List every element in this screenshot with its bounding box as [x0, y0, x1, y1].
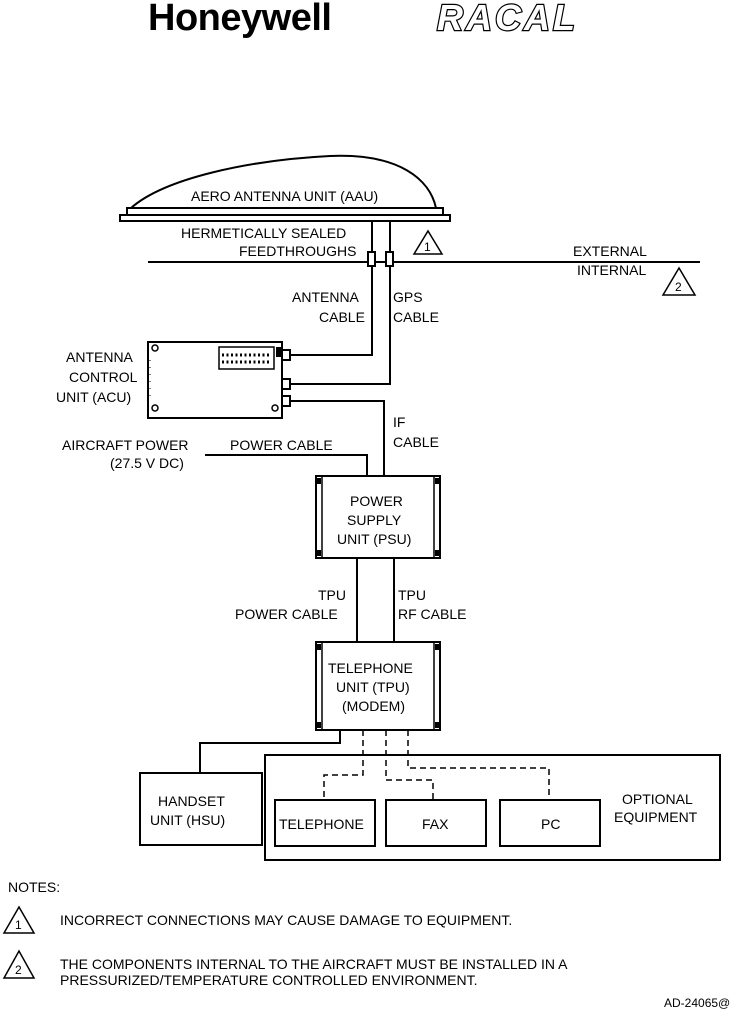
power-cable	[205, 454, 368, 476]
note-1-triangle-icon	[2, 905, 36, 934]
note-1: 1 INCORRECT CONNECTIONS MAY CAUSE DAMAGE…	[2, 905, 512, 934]
gps-feedthrough-connector	[385, 251, 394, 267]
telephone-box	[274, 799, 376, 847]
note-2: 2 THE COMPONENTS INTERNAL TO THE AIRCRAF…	[2, 949, 568, 988]
hsu-box	[139, 772, 263, 846]
tpu-bolt-icon	[435, 644, 439, 650]
if-cable-label-line2: CABLE	[393, 434, 439, 450]
gps-cable-label-line1: GPS	[393, 289, 423, 305]
acu-gps-port	[281, 378, 291, 390]
figure-id: AD-24065@	[664, 996, 730, 1010]
tpu-rf-label-line2: RF CABLE	[398, 606, 466, 622]
tpu-power-label-line1: TPU	[318, 587, 346, 603]
note-marker-1-number: 1	[424, 240, 431, 254]
telephone-label: TELEPHONE	[279, 816, 364, 832]
note-2-triangle-icon	[2, 949, 36, 979]
tpu-bolt-icon	[317, 644, 321, 650]
tpu-label-line2: UNIT (TPU)	[336, 679, 410, 695]
acu-label-line3: UNIT (ACU)	[56, 389, 131, 405]
psu-bolt-icon	[435, 478, 439, 484]
psu-bolt-icon	[317, 550, 321, 556]
note-1-marker: 1	[15, 918, 22, 932]
telephone-unit	[315, 641, 441, 731]
acu-if-port	[281, 395, 291, 407]
antenna-control-unit	[147, 341, 291, 419]
racal-logo-text: RACAL	[437, 0, 578, 38]
note-2-text-line2: PRESSURIZED/TEMPERATURE CONTROLLED ENVIR…	[60, 972, 477, 988]
honeywell-logo: Honeywell	[148, 0, 331, 39]
note-marker-1-icon: 1	[412, 229, 444, 255]
acu-screw-icon	[271, 404, 279, 412]
hsu-cable	[199, 730, 341, 773]
tpu-bolt-icon	[317, 722, 321, 728]
fax-label: FAX	[422, 816, 449, 832]
aircraft-power-label-line1: AIRCRAFT POWER	[62, 437, 189, 453]
hsu-label-line2: UNIT (HSU)	[150, 812, 225, 828]
acu-screw-icon	[151, 404, 159, 412]
external-label: EXTERNAL	[573, 243, 647, 259]
acu-label-line1: ANTENNA	[66, 349, 134, 365]
antenna-cable-label-line2: CABLE	[319, 309, 365, 325]
note-1-text: INCORRECT CONNECTIONS MAY CAUSE DAMAGE T…	[60, 912, 512, 928]
antenna-base-plate	[126, 207, 444, 216]
acu-label-line2: CONTROL	[69, 369, 138, 385]
aircraft-power-label-line2: (27.5 V DC)	[110, 455, 184, 471]
antenna-dome-outline	[130, 154, 437, 209]
tpu-label-line3: (MODEM)	[342, 698, 405, 714]
internal-label: INTERNAL	[577, 262, 646, 278]
tpu-power-label-line2: POWER CABLE	[235, 606, 338, 622]
antenna-mounting-flange	[119, 214, 451, 222]
fax-optional-link	[385, 730, 434, 800]
aau-label: AERO ANTENNA UNIT (AAU)	[191, 188, 378, 204]
note-2-marker: 2	[15, 963, 22, 977]
note-2-text-line1: THE COMPONENTS INTERNAL TO THE AIRCRAFT …	[60, 956, 568, 972]
power-supply-unit	[315, 475, 441, 559]
gps-cable-label-line2: CABLE	[393, 309, 439, 325]
optional-label-line1: OPTIONAL	[622, 791, 693, 807]
optional-label-line2: EQUIPMENT	[614, 809, 698, 825]
acu-box	[147, 341, 283, 419]
acu-antenna-port	[281, 349, 291, 361]
tpu-rf-label-line1: TPU	[398, 587, 426, 603]
antenna-cable	[290, 266, 373, 356]
if-cable	[290, 400, 385, 476]
psu-label-line1: POWER	[350, 493, 403, 509]
racal-logo: RACAL	[436, 0, 578, 39]
if-cable-label-line1: IF	[393, 414, 405, 430]
pc-box	[499, 799, 601, 847]
psu-label-line2: SUPPLY	[347, 512, 402, 528]
antenna-cable-label-line1: ANTENNA	[292, 289, 360, 305]
acu-screw-icon	[151, 344, 159, 352]
hermetic-label-line2: FEEDTHROUGHS	[239, 243, 356, 259]
telephone-optional-link	[323, 730, 364, 800]
hermetic-label-line1: HERMETICALLY SEALED	[181, 225, 346, 241]
notes-heading: NOTES:	[8, 879, 60, 895]
psu-label-line3: UNIT (PSU)	[337, 531, 411, 547]
pc-label: PC	[541, 816, 560, 832]
pc-optional-link	[407, 730, 550, 800]
tpu-box	[315, 641, 441, 731]
acu-connector-block-icon	[218, 346, 275, 370]
power-cable-label: POWER CABLE	[230, 437, 333, 453]
note-marker-2-number: 2	[675, 280, 682, 294]
note-marker-2-icon: 2	[661, 266, 697, 296]
gps-cable	[290, 266, 391, 385]
antenna-feedthrough-connector	[367, 251, 376, 267]
tpu-label-line1: TELEPHONE	[328, 660, 413, 676]
acu-fitting-icon	[276, 347, 282, 357]
psu-box	[315, 475, 441, 559]
hsu-label-line1: HANDSET	[158, 793, 225, 809]
psu-bolt-icon	[435, 550, 439, 556]
psu-bolt-icon	[317, 478, 321, 484]
aero-antenna-unit: AERO ANTENNA UNIT (AAU)	[119, 154, 451, 222]
tpu-bolt-icon	[435, 722, 439, 728]
fax-box	[385, 799, 487, 847]
